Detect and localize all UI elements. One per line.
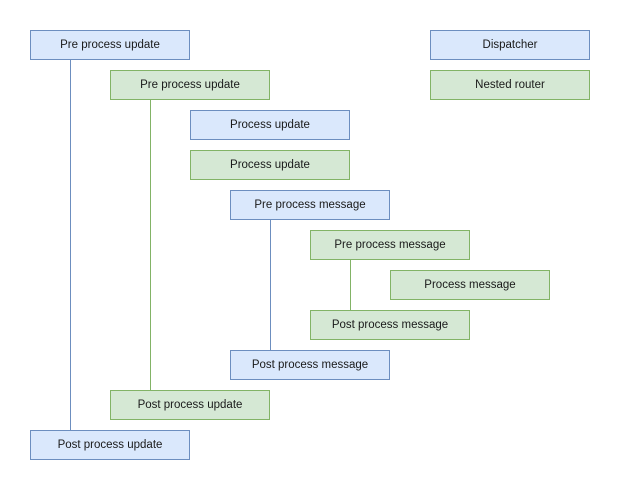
node-label: Pre process message: [334, 238, 446, 251]
legend-item-label: Dispatcher: [482, 39, 538, 51]
node-post-process-message-blue[interactable]: Post process message: [230, 350, 390, 380]
node-post-process-update-green[interactable]: Post process update: [110, 390, 270, 420]
node-pre-process-update-green[interactable]: Pre process update: [110, 70, 270, 100]
node-label: Pre process message: [254, 198, 366, 211]
node-label: Process message: [424, 278, 516, 291]
connector-blue-outer-update-spine: [70, 60, 71, 430]
node-process-message-green[interactable]: Process message: [390, 270, 550, 300]
legend-item-nested-router[interactable]: Nested router: [430, 70, 590, 100]
node-post-process-update-blue[interactable]: Post process update: [30, 430, 190, 460]
node-post-process-message-green[interactable]: Post process message: [310, 310, 470, 340]
connector-green-message-spine: [350, 260, 351, 310]
node-pre-process-message-green[interactable]: Pre process message: [310, 230, 470, 260]
node-label: Pre process update: [140, 78, 240, 91]
legend-item-dispatcher[interactable]: Dispatcher: [430, 30, 590, 60]
node-label: Post process message: [251, 358, 369, 371]
node-process-update-blue[interactable]: Process update: [190, 110, 350, 140]
node-pre-process-update-blue[interactable]: Pre process update: [30, 30, 190, 60]
node-label: Post process message: [331, 318, 449, 331]
node-label: Post process update: [57, 438, 163, 451]
connector-green-update-spine: [150, 100, 151, 390]
connector-blue-message-spine: [270, 220, 271, 350]
node-label: Post process update: [137, 398, 243, 411]
node-process-update-green[interactable]: Process update: [190, 150, 350, 180]
node-label: Process update: [230, 158, 310, 171]
legend-item-label: Nested router: [475, 79, 545, 91]
node-label: Pre process update: [60, 38, 160, 51]
node-label: Process update: [230, 118, 310, 131]
node-pre-process-message-blue[interactable]: Pre process message: [230, 190, 390, 220]
